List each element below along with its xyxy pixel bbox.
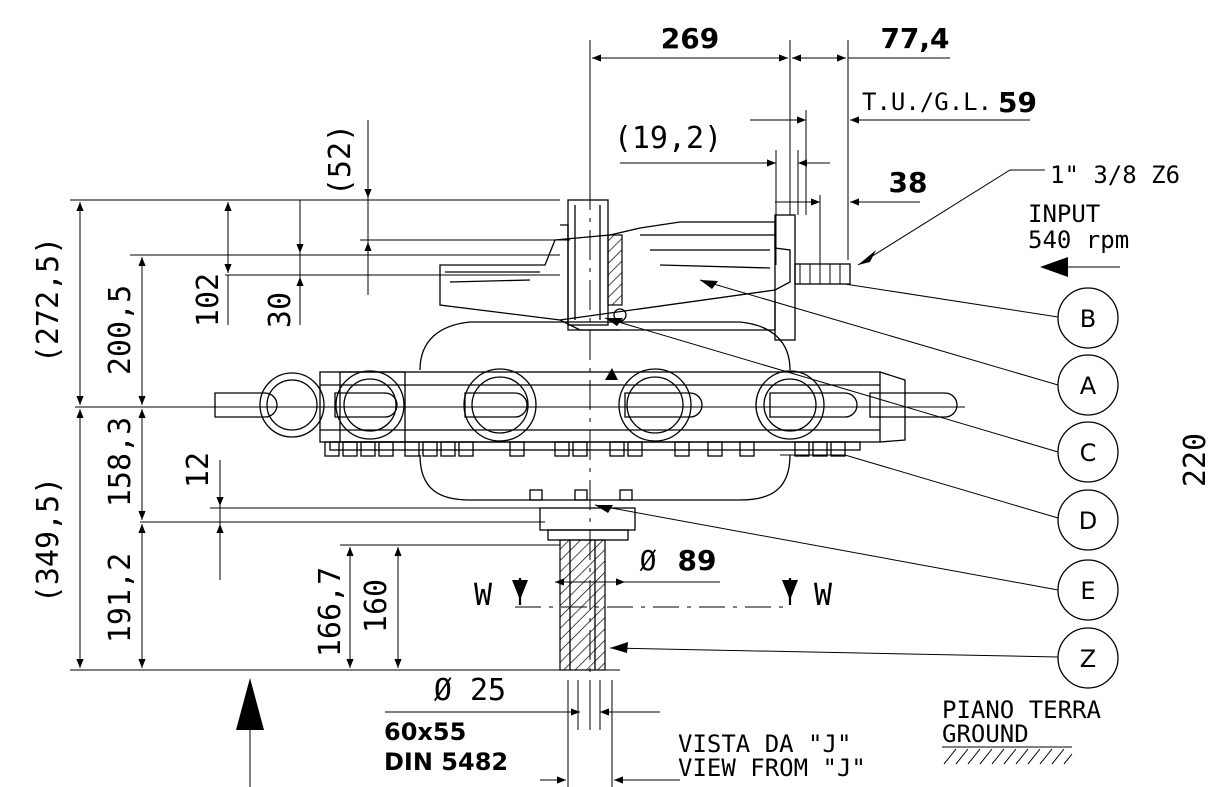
dim-166-7: 166,7 <box>313 567 348 657</box>
callout-a-circle <box>1057 354 1119 416</box>
tu-gl-label: T.U./G.L. <box>862 88 992 116</box>
dim-19-2: (19,2) <box>614 121 722 156</box>
callout-e: E <box>1080 577 1095 605</box>
callout-d-circle <box>1057 489 1119 551</box>
callout-b-circle <box>1057 287 1119 349</box>
dim-269: 269 <box>661 22 719 55</box>
view-note-en: VIEW FROM "J" <box>678 754 866 782</box>
dia-89-symbol: Ø <box>640 544 657 577</box>
input-label: INPUT <box>1028 200 1100 228</box>
dim-52: (52) <box>323 124 358 196</box>
callout-b: B <box>1080 305 1096 333</box>
dim-220: 220 <box>1178 433 1208 487</box>
callout-d: D <box>1079 507 1097 535</box>
section-w-right: W <box>814 578 833 613</box>
dim-349-5: (349,5) <box>31 477 66 603</box>
dim-102: 102 <box>191 273 226 327</box>
dim-191-2: 191,2 <box>103 553 138 643</box>
dia-25: Ø 25 <box>434 673 506 708</box>
callout-bubbles: B A C D E Z <box>1057 287 1119 689</box>
dim-200-5: 200,5 <box>103 285 138 375</box>
callout-z: Z <box>1080 645 1096 673</box>
tu-gl-value: 59 <box>998 86 1037 119</box>
section-w-left: W <box>474 578 493 613</box>
dimension-lines <box>70 40 1120 787</box>
dim-12: 12 <box>181 452 216 488</box>
dia-89: 89 <box>678 544 717 577</box>
ground-hatch <box>942 746 1073 765</box>
dim-38: 38 <box>889 166 928 199</box>
notes: 1" 3/8 Z6 INPUT 540 rpm VISTA DA "J" VIE… <box>678 161 1180 782</box>
ground-label-it: PIANO TERRA <box>942 696 1101 724</box>
dim-30: 30 <box>263 292 298 328</box>
dim-158-3: 158,3 <box>103 417 138 507</box>
dim-272-5: (272,5) <box>31 237 66 363</box>
callout-c-circle <box>1057 421 1119 483</box>
bolt-row <box>324 441 846 501</box>
gearbox-body <box>214 199 958 671</box>
leader-lines <box>594 169 1059 658</box>
spline-standard: DIN 5482 <box>384 748 508 776</box>
rotor-hubs <box>214 368 958 442</box>
input-shaft-spec: 1" 3/8 Z6 <box>1050 161 1180 189</box>
callout-c: C <box>1080 439 1097 467</box>
view-note-it: VISTA DA "J" <box>678 730 851 758</box>
dim-160: 160 <box>359 579 394 633</box>
spline-size: 60x55 <box>384 718 466 746</box>
dim-77-4: 77,4 <box>880 22 949 55</box>
dimension-labels: 269 77,4 T.U./G.L. 59 (19,2) 38 (52) 102… <box>31 22 1208 776</box>
callout-z-circle <box>1057 627 1119 689</box>
input-speed: 540 rpm <box>1028 226 1129 254</box>
callout-a: A <box>1080 372 1097 400</box>
ground-label-en: GROUND <box>942 720 1029 748</box>
callout-e-circle <box>1057 559 1119 621</box>
